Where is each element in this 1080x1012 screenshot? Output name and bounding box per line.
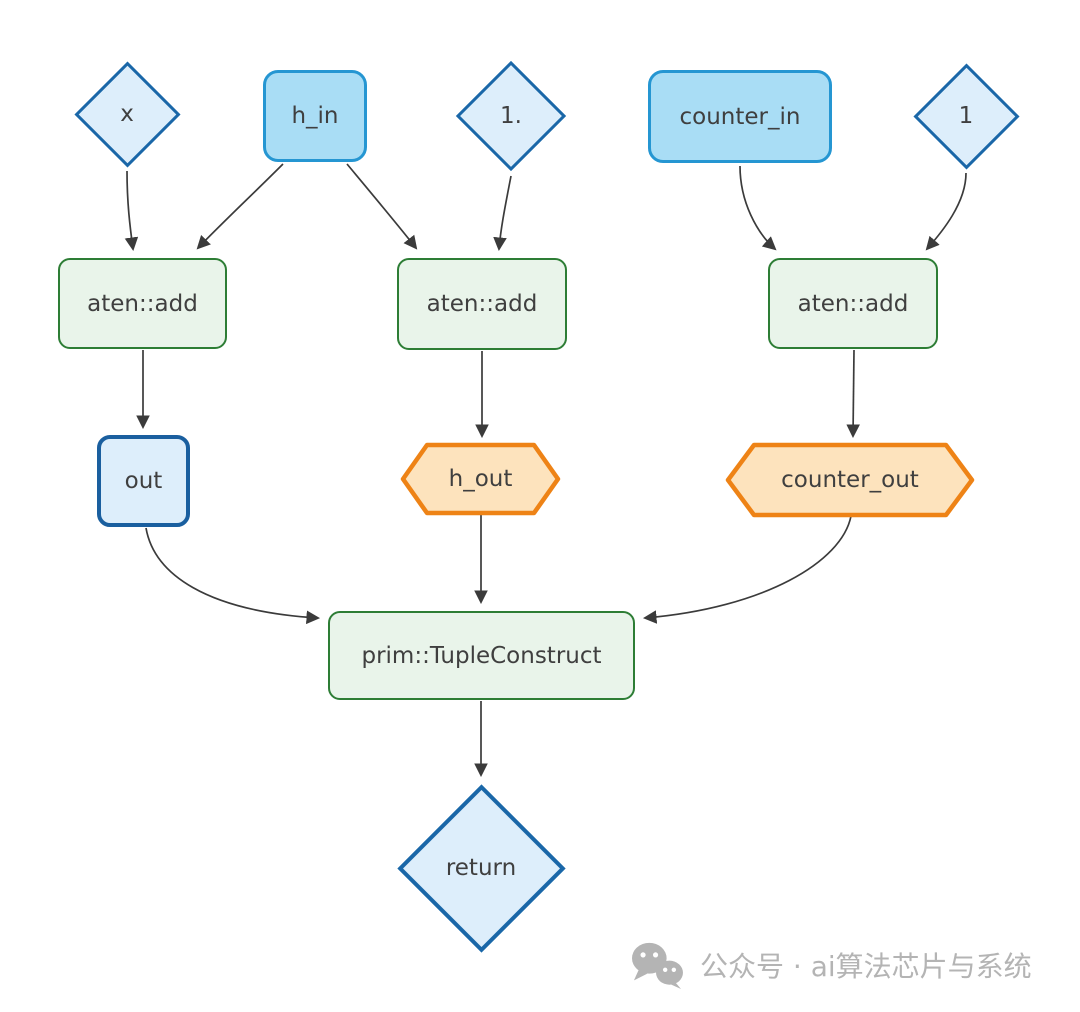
node-label: h_in <box>291 103 339 129</box>
node-h-in: h_in <box>263 70 367 162</box>
node-x: x <box>73 60 181 168</box>
edge-cout-tuple <box>642 515 852 624</box>
node-aten-add-2: aten::add <box>397 258 567 350</box>
node-const-1-float: 1. <box>455 60 567 172</box>
node-label: out <box>124 468 163 494</box>
node-counter-in: counter_in <box>648 70 832 163</box>
node-return: return <box>396 783 566 953</box>
edge-1-add3 <box>925 172 967 251</box>
edge-cin-add3 <box>739 165 777 251</box>
edge-hin-add2 <box>346 163 418 250</box>
watermark: 公众号 · ai算法芯片与系统 <box>628 940 1032 990</box>
node-label: x <box>120 101 134 127</box>
node-label: prim::TupleConstruct <box>361 642 602 669</box>
edge-out-tuple <box>145 527 321 625</box>
wechat-icon <box>632 942 683 990</box>
node-label: counter_in <box>679 103 801 130</box>
node-label: aten::add <box>426 291 538 317</box>
hexagon-shape <box>400 442 561 516</box>
node-label: h_out <box>448 466 513 492</box>
node-h-out: h_out <box>399 441 562 517</box>
node-tuple-construct: prim::TupleConstruct <box>328 611 635 700</box>
node-label: 1 <box>958 103 974 129</box>
node-label: aten::add <box>87 290 198 317</box>
node-label: 1. <box>500 103 522 129</box>
node-aten-add-1: aten::add <box>58 258 227 349</box>
edge-hin-add1 <box>196 163 284 250</box>
node-label: aten::add <box>797 290 909 317</box>
edge-x-add1 <box>124 170 139 252</box>
node-counter-out: counter_out <box>724 441 976 519</box>
node-aten-add-3: aten::add <box>768 258 938 349</box>
node-const-1-int: 1 <box>912 62 1020 170</box>
edge-1dot-add2 <box>493 175 512 252</box>
edge-add3-cout <box>846 349 860 439</box>
node-out: out <box>97 435 190 527</box>
watermark-text: 公众号 · ai算法芯片与系统 <box>700 950 1032 983</box>
hexagon-shape <box>725 442 975 518</box>
node-label: counter_out <box>781 467 919 493</box>
node-label: return <box>445 855 517 881</box>
